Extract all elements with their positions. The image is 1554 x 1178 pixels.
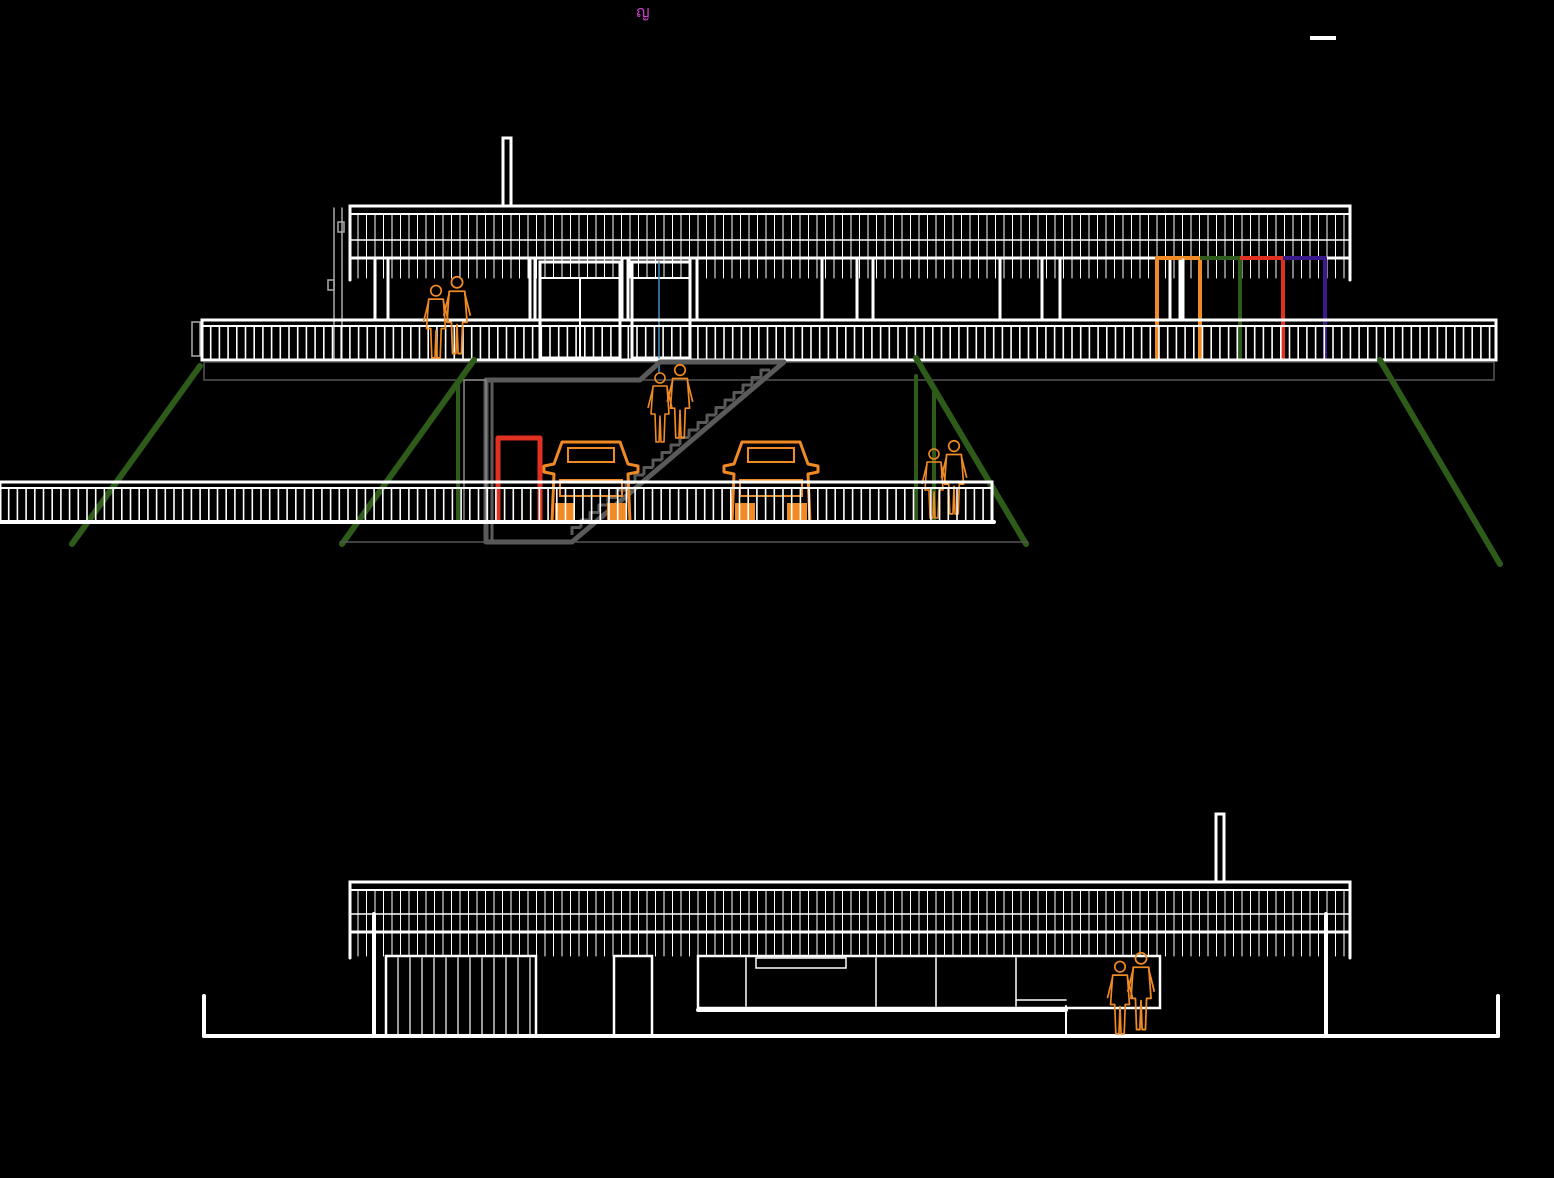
person-right: [442, 275, 472, 355]
stair-step: [651, 458, 662, 468]
person-arms: [940, 456, 968, 479]
person-left: [422, 284, 450, 359]
stair-step: [642, 466, 653, 475]
person-head: [673, 363, 687, 377]
upper-slab-shadow: [203, 361, 1495, 381]
people-group-stair: [647, 363, 694, 443]
person-body: [650, 385, 670, 443]
upper-railing: [200, 318, 1498, 362]
car-wheel-right: [787, 503, 807, 523]
lower-elevation-drawing: [202, 812, 1500, 1038]
stair-step: [687, 428, 698, 438]
person-head: [429, 284, 443, 297]
stair-step: [588, 511, 599, 520]
person-head: [450, 275, 464, 289]
stair-step: [759, 368, 770, 378]
car-windshield: [567, 447, 615, 463]
person-right: [940, 439, 968, 515]
upper-section-drawing: [0, 136, 1503, 567]
window-frame: [696, 954, 1162, 1010]
stair-step: [705, 413, 716, 423]
person-arms: [666, 380, 694, 403]
person-body: [924, 461, 944, 519]
person-body: [425, 298, 447, 359]
stair-step: [723, 398, 734, 408]
window-band: [696, 954, 1162, 1012]
stair-dim-frame: [463, 379, 487, 523]
diagonal-supports: [69, 355, 1503, 567]
person-arms: [1126, 969, 1156, 992]
stair-step: [606, 496, 617, 505]
roof-band-lower: [348, 880, 1352, 960]
person-body: [669, 377, 691, 439]
person-body: [1109, 974, 1131, 1035]
panel-frame: [384, 954, 538, 1038]
upper-columns: [373, 258, 1182, 373]
dim-tick: [191, 321, 201, 357]
railing-frame: [200, 318, 1498, 362]
stair-step: [741, 383, 752, 393]
people-group-elevation: [1106, 951, 1156, 1035]
support-strut: [339, 357, 477, 547]
person-head: [1134, 951, 1148, 965]
people-group-upper: [422, 275, 472, 359]
sliding-panels: [384, 954, 538, 1038]
stair-step: [750, 376, 761, 385]
roof-band: [348, 204, 1352, 282]
person-left: [647, 372, 673, 443]
lower-railing: [0, 480, 994, 524]
stair-step: [678, 436, 689, 445]
person-arms: [442, 293, 472, 316]
window-vent: [755, 957, 847, 969]
support-strut: [913, 355, 1029, 547]
door-single: [612, 954, 654, 1038]
person-head: [928, 448, 940, 460]
stair-step: [570, 526, 581, 535]
stair-step: [633, 473, 644, 483]
person-head: [1113, 960, 1127, 973]
door-frame-right: [630, 260, 692, 360]
person-body: [1130, 966, 1152, 1031]
dim-tick: [337, 221, 345, 233]
person-right: [666, 363, 694, 439]
top-glyph-label: ญ: [636, 2, 650, 21]
chimney-lower: [1214, 812, 1226, 884]
car-windshield: [747, 447, 795, 463]
person-right: [1126, 951, 1156, 1031]
person-left: [1106, 960, 1134, 1035]
stair-step: [732, 391, 743, 400]
person-head: [654, 372, 666, 384]
stair-step: [696, 421, 707, 430]
person-head: [947, 439, 961, 453]
red-door-frame: [495, 435, 543, 520]
dimension-marks: [191, 207, 345, 361]
person-body: [446, 290, 468, 355]
stair-step: [597, 503, 608, 513]
orange-frame: [1155, 256, 1202, 360]
dash-mark: [1310, 36, 1336, 40]
dim-tick: [327, 279, 335, 291]
support-strut: [1377, 357, 1503, 567]
people-group-lower: [921, 439, 968, 519]
colored-frames: [1155, 256, 1327, 360]
support-strut: [69, 363, 203, 547]
chimney: [501, 136, 513, 208]
stair-step: [669, 443, 680, 453]
stair-step: [714, 406, 725, 415]
person-body: [943, 453, 965, 515]
stair-step: [660, 451, 671, 460]
